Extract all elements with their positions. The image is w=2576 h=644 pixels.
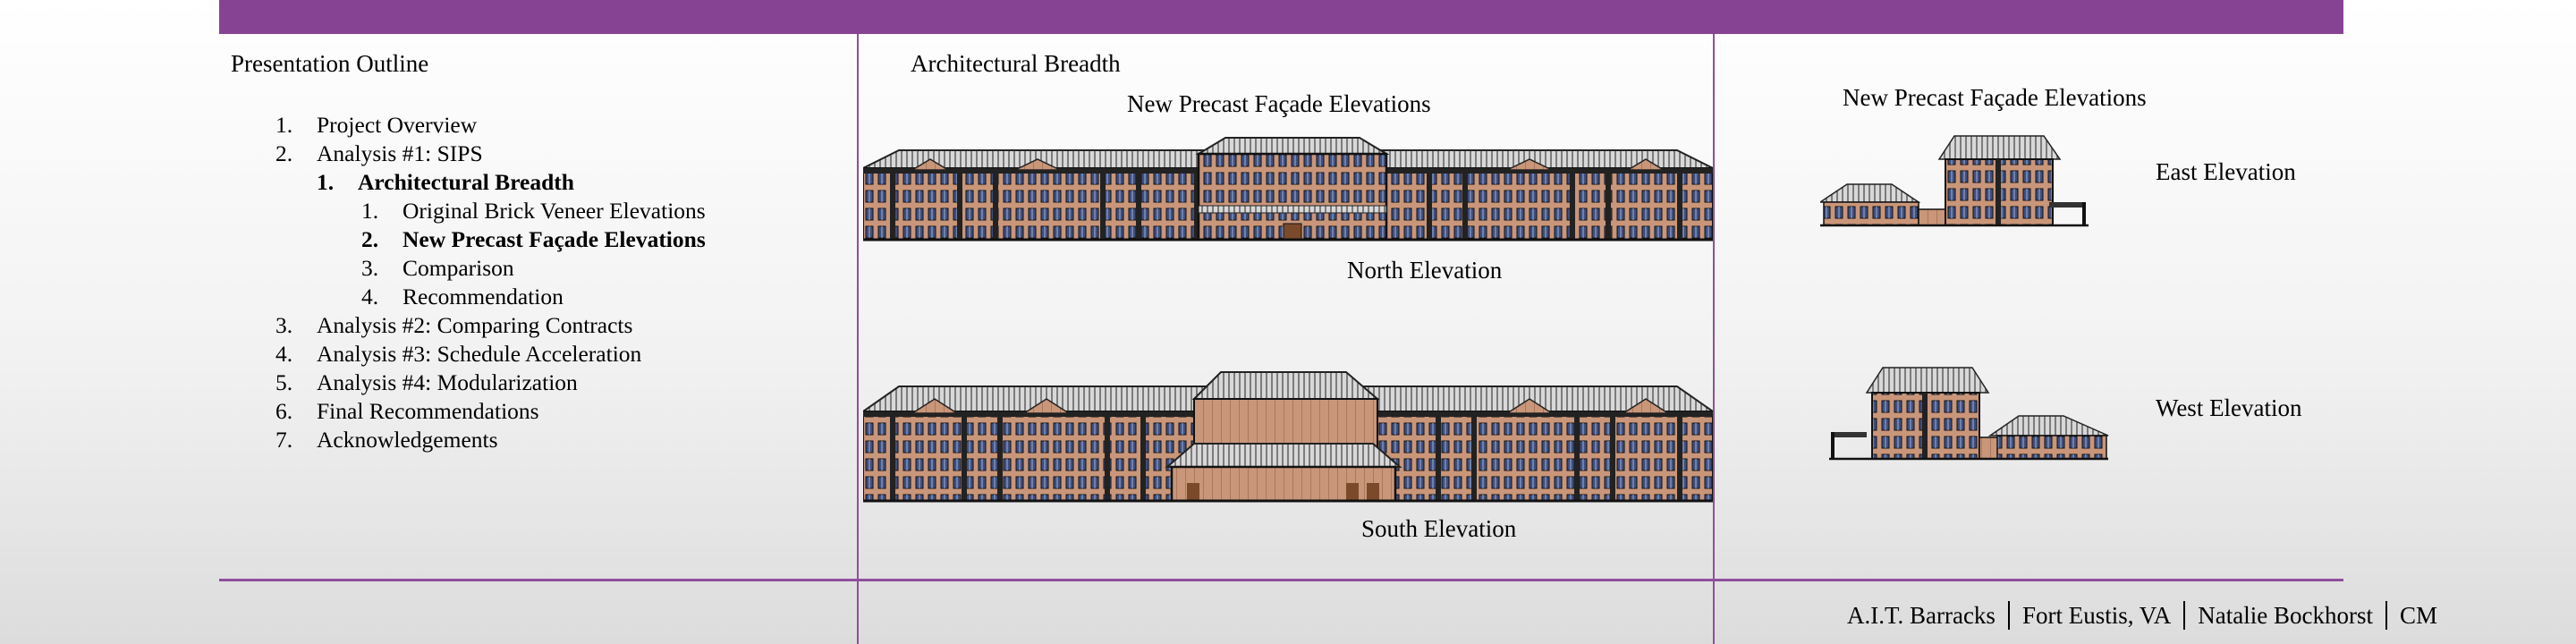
outline-subitem[interactable]: 4.Recommendation [361, 284, 564, 309]
outline-list: 1.Project Overview 2.Analysis #1: SIPS 1… [275, 111, 776, 454]
divider-right [1713, 34, 1715, 644]
north-elevation-label: North Elevation [1347, 257, 1503, 284]
outline-subitem[interactable]: 3.Comparison [361, 255, 514, 281]
right-subtitle: New Precast Façade Elevations [1843, 84, 2147, 111]
footer: A.I.T. Barracks Fort Eustis, VA Natalie … [1847, 601, 2437, 630]
outline-subitem-current[interactable]: 2.New Precast Façade Elevations [361, 226, 706, 252]
divider-left [857, 34, 859, 644]
outline-item[interactable]: 1.Project Overview [275, 112, 478, 138]
north-elevation-drawing [863, 137, 1713, 242]
outline-item-current[interactable]: 1.Architectural Breadth [317, 169, 574, 195]
west-elevation-label: West Elevation [2156, 394, 2302, 421]
outline-item[interactable]: 5.Analysis #4: Modularization [275, 369, 578, 395]
outline-item[interactable]: 2.Analysis #1: SIPS [275, 140, 483, 166]
outline-title: Presentation Outline [231, 50, 429, 77]
middle-subtitle: New Precast Façade Elevations [1127, 90, 1431, 117]
outline-item[interactable]: 4.Analysis #3: Schedule Acceleration [275, 341, 642, 367]
footer-author: Natalie Bockhorst [2198, 601, 2373, 629]
south-elevation-drawing [863, 371, 1713, 503]
footer-separator [2385, 601, 2387, 630]
outline-item[interactable]: 3.Analysis #2: Comparing Contracts [275, 312, 633, 338]
footer-separator [2183, 601, 2186, 630]
top-accent-bar [219, 0, 2343, 34]
outline-subitem[interactable]: 1.Original Brick Veneer Elevations [361, 198, 706, 224]
footer-option: CM [2399, 601, 2437, 629]
east-elevation-label: East Elevation [2156, 158, 2296, 185]
footer-divider [219, 579, 2343, 581]
east-elevation-drawing [1820, 135, 2089, 227]
outline-item[interactable]: 7.Acknowledgements [275, 427, 498, 453]
section-title: Architectural Breadth [911, 50, 1121, 77]
south-elevation-label: South Elevation [1361, 515, 1517, 542]
outline-item[interactable]: 6.Final Recommendations [275, 398, 539, 424]
footer-location: Fort Eustis, VA [2021, 601, 2172, 629]
west-elevation-drawing [1829, 367, 2109, 461]
footer-project: A.I.T. Barracks [1847, 601, 1996, 629]
footer-separator [2007, 601, 2010, 630]
